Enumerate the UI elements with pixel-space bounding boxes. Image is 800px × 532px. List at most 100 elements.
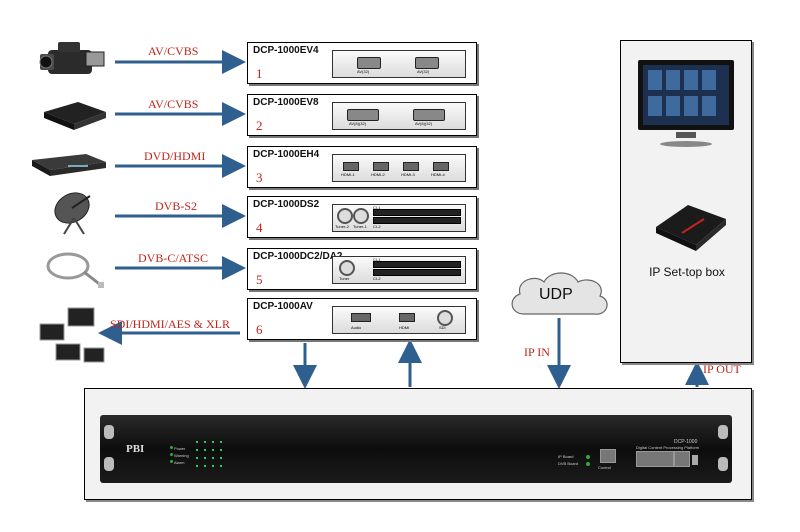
ci-slot — [373, 209, 461, 216]
usb-port — [692, 455, 698, 465]
brand-logo: PBI — [126, 443, 145, 455]
port-label: HDMI-1 — [341, 172, 355, 177]
settop-label: IP Set-top box — [649, 265, 725, 279]
input-label-3: DVD/HDMI — [144, 149, 206, 163]
card-1: DCP-1000EV4 1 AV(32) AV(32) — [247, 42, 477, 84]
port-label: AV(8)(32) — [415, 121, 433, 126]
led-label: Warning — [174, 453, 189, 458]
card-title: DCP-1000AV — [253, 301, 313, 312]
port-label: CI-2 — [373, 224, 381, 229]
rack-ear — [718, 457, 728, 471]
card-2: DCP-1000EV8 2 AV(8)(32) AV(8)(32) — [247, 94, 477, 136]
card-3: DCP-1000EH4 3 HDMI-1 HDMI-2 HDMI-3 HDMI-… — [247, 146, 477, 188]
card-title: DCP-1000DC2/DA2 — [253, 251, 343, 262]
hdmi-port — [399, 313, 415, 322]
port-label: Audio — [351, 325, 362, 330]
port-label: Tuner-1 — [353, 224, 367, 229]
sdi-connector — [437, 310, 453, 326]
hdmi-port — [433, 162, 449, 171]
ip-in-label: IP IN — [524, 345, 550, 359]
connector — [357, 57, 381, 69]
led-label: Alarm — [174, 460, 185, 465]
card-number: 4 — [256, 220, 263, 235]
led-power — [170, 446, 173, 449]
cloud-icon — [511, 272, 608, 315]
led-label: DVB Board — [558, 461, 579, 466]
input-label-5: DVB-C/ATSC — [138, 251, 209, 265]
card-number: 2 — [256, 118, 263, 133]
port-label: CI-1 — [373, 205, 381, 210]
control-label: Control — [598, 465, 611, 470]
hdmi-port — [343, 162, 359, 171]
connector — [415, 57, 439, 69]
led-ip-board — [586, 455, 590, 459]
led-panel: Power Warning Alarm — [174, 445, 189, 466]
coax-cable-icon — [46, 252, 104, 288]
led-alarm — [170, 460, 173, 463]
card-panel: AV(32) AV(32) — [332, 50, 466, 78]
card-title: DCP-1000EV8 — [253, 97, 319, 108]
card-6: DCP-1000AV 6 Audio HDMI SDI — [247, 298, 477, 340]
ip-out-label: IP OUT — [703, 362, 741, 376]
hdmi-port — [403, 162, 419, 171]
tuner-connector — [353, 208, 369, 224]
ci-slot — [373, 217, 461, 224]
tv-icon — [638, 60, 734, 147]
card-number: 5 — [256, 272, 263, 287]
camcorder-icon — [39, 42, 105, 74]
card-4: DCP-1000DS2 4 Tuner-2 Tuner-1 CI-1 CI-2 — [247, 196, 477, 238]
port-label: HDMI — [399, 325, 410, 330]
rack-ear — [104, 425, 114, 439]
card-panel: Tuner CI-1 CI-2 — [332, 256, 466, 284]
card-number: 3 — [256, 170, 263, 185]
ethernet-port — [636, 451, 674, 467]
card-5: DCP-1000DC2/DA2 5 Tuner CI-1 CI-2 — [247, 248, 477, 290]
card-title: DCP-1000EV4 — [253, 45, 319, 56]
tuner-connector — [337, 208, 353, 224]
led-dvb-board — [586, 462, 590, 466]
card-panel: HDMI-1 HDMI-2 HDMI-3 HDMI-4 — [332, 154, 466, 182]
rack-ear — [718, 425, 728, 439]
port-label: HDMI-4 — [431, 172, 445, 177]
udp-label: UDP — [539, 286, 573, 303]
rack-ear — [104, 457, 114, 471]
port-label: Tuner-2 — [335, 224, 349, 229]
port-label: HDMI-3 — [401, 172, 415, 177]
led-label: IP Board — [558, 454, 574, 459]
port-label: AV(32) — [357, 69, 370, 74]
card-panel: AV(8)(32) AV(8)(32) — [332, 102, 466, 130]
input-label-2: AV/CVBS — [148, 97, 199, 111]
card-title: DCP-1000DS2 — [253, 199, 320, 210]
audio-port — [351, 313, 371, 322]
ci-slot — [373, 269, 461, 276]
monitors-icon — [39, 307, 105, 363]
satellite-dish-icon — [54, 192, 91, 235]
led-warning — [170, 453, 173, 456]
tuner-connector — [339, 260, 355, 276]
control-port — [600, 449, 616, 463]
port-label: HDMI-2 — [371, 172, 385, 177]
ethernet-port — [674, 451, 690, 467]
media-player-icon — [44, 102, 106, 130]
card-panel: Tuner-2 Tuner-1 CI-1 CI-2 — [332, 204, 466, 232]
port-label: CI-2 — [373, 276, 381, 281]
port-label: AV(8)(32) — [349, 121, 367, 126]
hdmi-port — [373, 162, 389, 171]
settop-box-icon — [656, 205, 726, 251]
port-label: CI-1 — [373, 257, 381, 262]
card-number: 6 — [256, 322, 263, 337]
model-label: DCP-1000 — [674, 439, 698, 445]
input-label-1: AV/CVBS — [148, 44, 199, 58]
port-label: SDI — [439, 325, 446, 330]
port-label: AV(32) — [417, 69, 430, 74]
output-label-6: SDI/HDMI/AES & XLR — [110, 317, 231, 331]
card-title: DCP-1000EH4 — [253, 149, 320, 160]
ci-slot — [373, 261, 461, 268]
connector — [413, 109, 445, 121]
connector — [347, 109, 379, 121]
indicator-grid — [196, 441, 222, 467]
card-panel: Audio HDMI SDI — [332, 306, 466, 334]
ip-led-panel: IP Board DVB Board — [558, 453, 578, 467]
port-label: Tuner — [339, 276, 350, 281]
dvd-player-icon — [32, 154, 106, 176]
